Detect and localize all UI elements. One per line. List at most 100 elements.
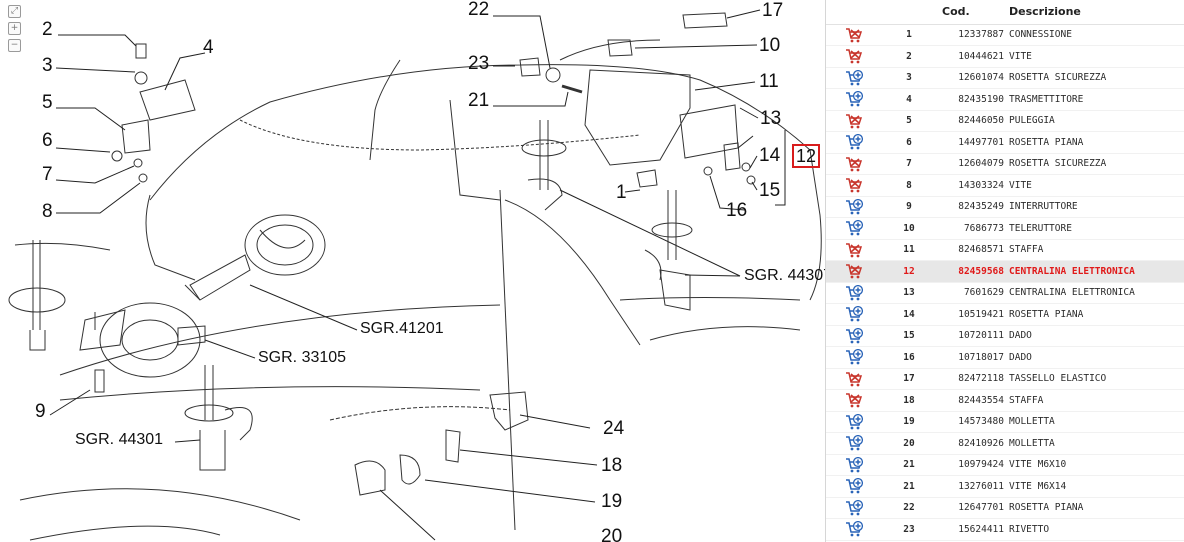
- callout-14[interactable]: 14: [759, 145, 781, 166]
- cart-add-icon[interactable]: [845, 91, 863, 107]
- callout-1[interactable]: 1: [616, 182, 627, 203]
- callout-19[interactable]: 19: [601, 491, 623, 512]
- row-code: 14573480: [958, 416, 1004, 428]
- callout-7[interactable]: 7: [42, 164, 53, 185]
- cart-remove-icon[interactable]: [845, 371, 863, 387]
- row-description: MOLLETTA: [1009, 416, 1055, 428]
- cart-remove-icon[interactable]: [845, 263, 863, 279]
- cart-add-icon[interactable]: [845, 435, 863, 451]
- callout-15[interactable]: 15: [759, 180, 781, 201]
- row-description: TELERUTTORE: [1009, 222, 1072, 234]
- cart-add-icon[interactable]: [845, 349, 863, 365]
- zoom-in-icon[interactable]: +: [8, 22, 21, 35]
- cart-remove-icon[interactable]: [845, 156, 863, 172]
- ref-sgr-44307[interactable]: SGR. 44307: [744, 267, 826, 284]
- ref-sgr-44301[interactable]: SGR. 44301: [75, 431, 164, 448]
- callout-8[interactable]: 8: [42, 201, 53, 222]
- cart-remove-icon[interactable]: [845, 242, 863, 258]
- cart-remove-icon[interactable]: [845, 113, 863, 129]
- callout-13[interactable]: 13: [760, 108, 782, 129]
- callout-5[interactable]: 5: [42, 92, 53, 113]
- cart-cell: [826, 46, 881, 68]
- cart-add-icon[interactable]: [845, 284, 863, 301]
- callout-4[interactable]: 4: [203, 37, 214, 58]
- callout-16[interactable]: 16: [726, 200, 748, 221]
- cart-remove-icon[interactable]: [845, 177, 863, 193]
- exploded-diagram-panel[interactable]: ⤢ + − 2 3 4 5 6 7 8 9 22 23 21 17 10 11 …: [0, 0, 826, 542]
- cart-add-icon[interactable]: [845, 521, 863, 537]
- cart-remove-icon[interactable]: [845, 27, 863, 43]
- cart-add-icon[interactable]: [845, 198, 863, 215]
- callout-17[interactable]: 17: [762, 0, 784, 21]
- exploded-parts-diagram: [8, 9, 822, 541]
- cart-add-icon[interactable]: [845, 69, 863, 86]
- cart-remove-icon[interactable]: [845, 48, 863, 64]
- cart-cell: [826, 67, 881, 89]
- row-code: 14497701: [958, 136, 1004, 148]
- row-number: 3: [906, 72, 912, 84]
- callout-12-selected[interactable]: 12: [792, 144, 821, 168]
- cart-add-icon[interactable]: [845, 456, 863, 473]
- cart-remove-icon[interactable]: [845, 392, 863, 408]
- callout-6[interactable]: 6: [42, 130, 53, 151]
- cart-add-icon[interactable]: [845, 499, 863, 516]
- callout-3[interactable]: 3: [42, 55, 53, 76]
- cart-add-icon[interactable]: [845, 220, 863, 236]
- header-description[interactable]: Descrizione: [1008, 0, 1184, 25]
- callout-10[interactable]: 10: [759, 35, 781, 56]
- cart-add-icon[interactable]: [845, 478, 863, 494]
- zoom-out-icon[interactable]: −: [8, 39, 21, 52]
- cart-add-icon[interactable]: [845, 327, 863, 344]
- callout-23[interactable]: 23: [468, 53, 490, 74]
- row-number: 23: [903, 523, 915, 535]
- cart-cell: [826, 132, 881, 154]
- row-number: 7: [906, 158, 912, 170]
- cart-add-icon[interactable]: [845, 413, 863, 430]
- ref-sgr-33105[interactable]: SGR. 33105: [258, 349, 347, 366]
- callout-9[interactable]: 9: [35, 401, 46, 422]
- callout-18[interactable]: 18: [601, 455, 623, 476]
- callout-11[interactable]: 11: [759, 71, 779, 92]
- cart-cell: [826, 519, 881, 541]
- ref-sgr-41201[interactable]: SGR.41201: [360, 320, 444, 337]
- fit-view-icon[interactable]: ⤢: [8, 5, 21, 18]
- header-code[interactable]: Cod.: [937, 0, 1008, 25]
- callout-20[interactable]: 20: [601, 526, 623, 542]
- cart-cell: [826, 261, 881, 283]
- callout-22[interactable]: 22: [468, 0, 490, 20]
- callout-2[interactable]: 2: [42, 19, 53, 40]
- callout-21[interactable]: 21: [468, 90, 490, 111]
- row-code: 82446050: [958, 115, 1004, 127]
- row-description: ROSETTA SICUREZZA: [1009, 158, 1107, 170]
- row-number: 2: [906, 50, 912, 62]
- cart-add-icon[interactable]: [845, 306, 863, 322]
- cart-cell: [826, 239, 881, 261]
- cart-add-icon[interactable]: [845, 134, 863, 150]
- callout-24[interactable]: 24: [603, 418, 625, 439]
- row-code: 10718017: [958, 351, 1004, 363]
